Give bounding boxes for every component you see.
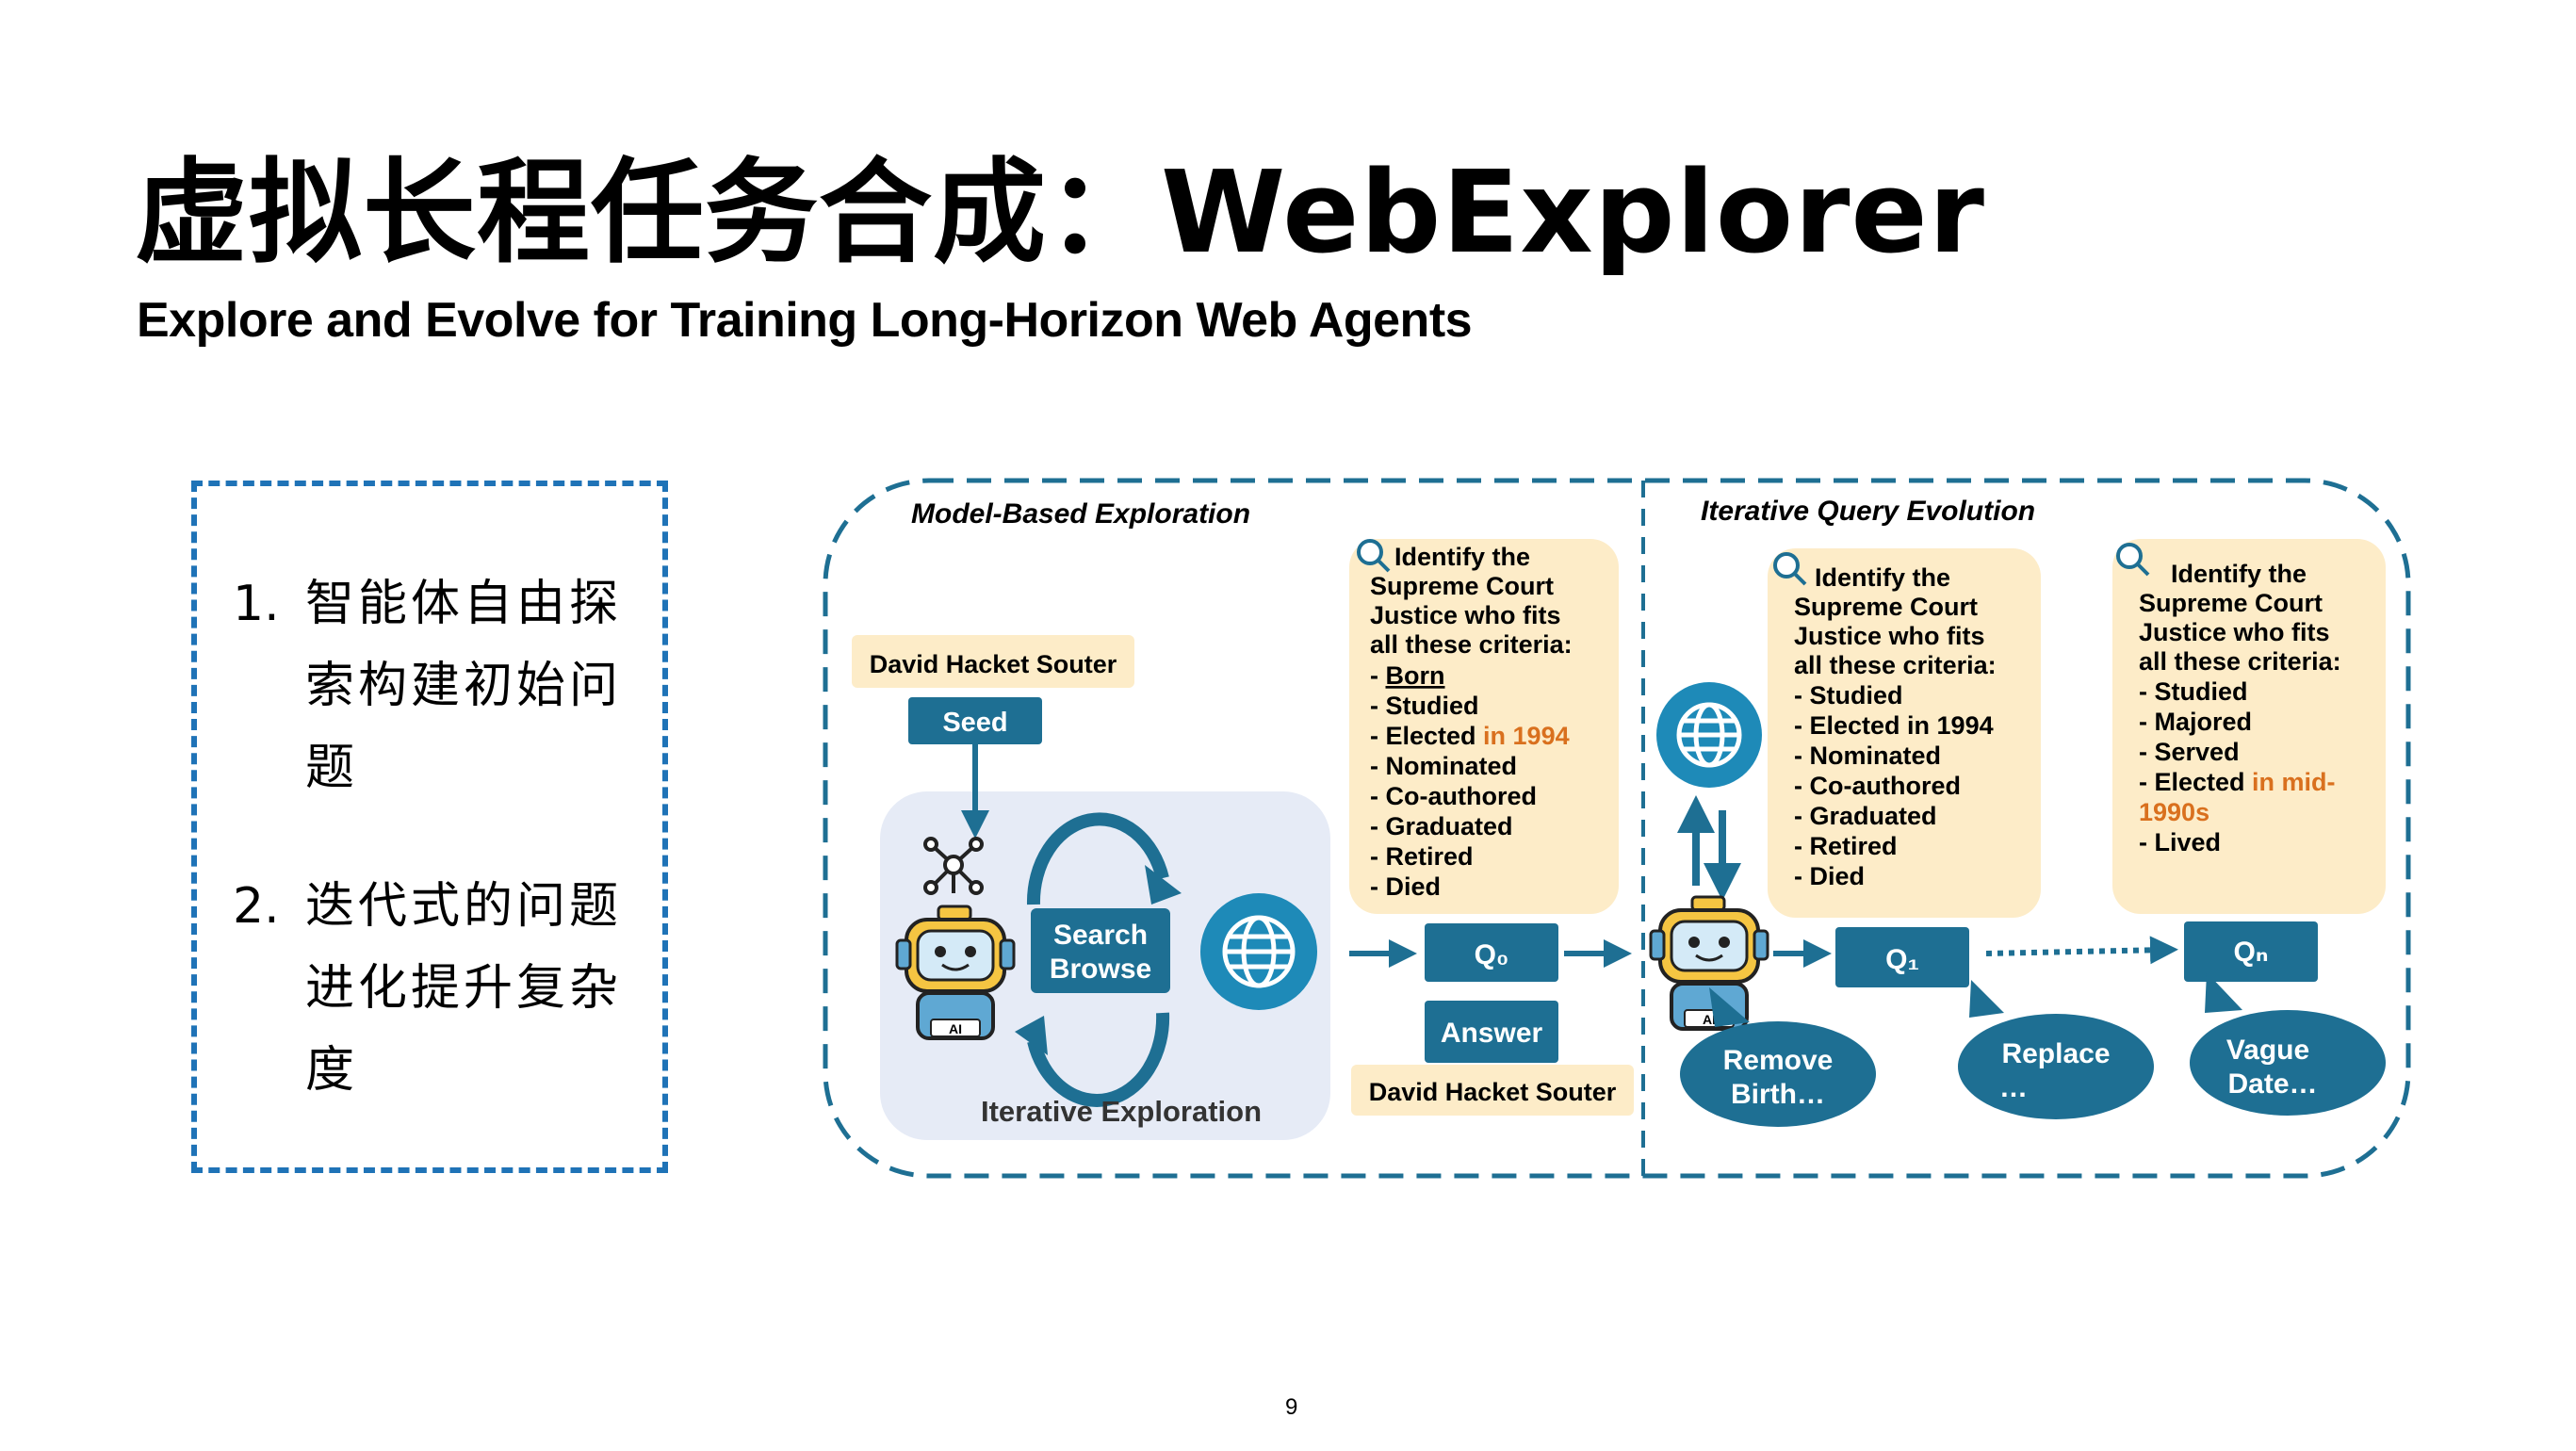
browse-label: Browse bbox=[1050, 954, 1151, 985]
svg-text:Birth…: Birth… bbox=[1731, 1079, 1825, 1110]
webexplorer-diagram: Model-Based Exploration Iterative Query … bbox=[823, 478, 2411, 1179]
robot-icon: AI bbox=[895, 905, 1016, 1040]
answer-entity-box bbox=[1351, 1065, 1634, 1116]
criteria-list: - Studied - Elected in 1994 - Nominated … bbox=[1794, 681, 2000, 890]
search-label: Search bbox=[1053, 920, 1148, 951]
note-text: Identify the Supreme Court Justice who f… bbox=[1370, 543, 1573, 659]
cycle-arrows-icon bbox=[1026, 812, 1170, 1107]
outer-frame bbox=[823, 478, 2411, 1179]
globe-icon bbox=[1200, 893, 1317, 1010]
section-label-left: Model-Based Exploration bbox=[911, 498, 1250, 530]
robot-icon: AI bbox=[1649, 895, 1769, 1031]
svg-text:Date…: Date… bbox=[2227, 1068, 2317, 1100]
step-text: 智能体自由探索构建初始问题 bbox=[305, 576, 623, 796]
search-browse-box bbox=[1031, 908, 1170, 993]
criteria-list: - Born - Studied - Elected in 1994 - Nom… bbox=[1370, 661, 1576, 901]
slide-subtitle: Explore and Evolve for Training Long-Hor… bbox=[137, 293, 1473, 348]
step-text: 迭代式的问题进化提升复杂度 bbox=[305, 878, 623, 1099]
query-note-1: Identify the Supreme Court Justice who f… bbox=[1768, 548, 2041, 918]
q0-label: Q₀ bbox=[1475, 939, 1509, 970]
svg-text:Replace: Replace bbox=[2001, 1038, 2110, 1069]
search-icon bbox=[2116, 543, 2150, 577]
qn-box bbox=[2184, 921, 2318, 982]
answer-box bbox=[1425, 1001, 1558, 1063]
q1-box bbox=[1835, 927, 1969, 987]
query-note-0: Identify the Supreme Court Justice who f… bbox=[1349, 539, 1619, 914]
section-label-right: Iterative Query Evolution bbox=[1701, 496, 2035, 527]
steps-box: 1. 智能体自由探索构建初始问题 2. 迭代式的问题进化提升复杂度 bbox=[191, 481, 668, 1173]
bubble-replace: Replace … bbox=[1958, 980, 2154, 1119]
dotted-arrow-to-qn bbox=[1985, 936, 2178, 965]
page-number: 9 bbox=[1285, 1394, 1298, 1420]
note-text: Identify the Supreme Court Justice who f… bbox=[1794, 563, 1997, 679]
answer-entity: David Hacket Souter bbox=[1369, 1078, 1617, 1106]
query-note-2: Identify the Supreme Court Justice who f… bbox=[2112, 539, 2386, 914]
seed-entity-box bbox=[852, 635, 1134, 688]
cycle-arrowhead bbox=[1145, 865, 1182, 905]
svg-text:Remove: Remove bbox=[1723, 1045, 1834, 1076]
q0-box bbox=[1425, 923, 1558, 982]
answer-label: Answer bbox=[1441, 1018, 1543, 1049]
slide-title: 虚拟长程任务合成：WebExplorer bbox=[135, 148, 1985, 279]
cycle-arrowhead bbox=[1015, 1016, 1048, 1055]
q1-label: Q₁ bbox=[1885, 944, 1919, 975]
globe-icon bbox=[1656, 682, 1762, 788]
search-icon bbox=[1773, 552, 1807, 586]
bubble-remove-birth: Remove Birth… bbox=[1680, 987, 1876, 1127]
loop-label: Iterative Exploration bbox=[981, 1095, 1262, 1128]
svg-text:Vague: Vague bbox=[2226, 1035, 2309, 1066]
criteria-list: - Studied - Majored - Served - Elected i… bbox=[2139, 677, 2342, 856]
seed-entity: David Hacket Souter bbox=[870, 650, 1117, 678]
bubble-vague-date: Vague Date… bbox=[2190, 972, 2386, 1116]
robot-badge: AI bbox=[949, 1021, 962, 1036]
svg-text:…: … bbox=[1999, 1072, 2028, 1103]
network-icon bbox=[923, 837, 984, 895]
search-icon bbox=[1357, 539, 1391, 573]
step-number: 1. bbox=[233, 576, 280, 632]
robot-badge: AI bbox=[1703, 1012, 1716, 1027]
step-number: 2. bbox=[233, 878, 280, 935]
seed-button bbox=[908, 697, 1042, 744]
qn-label: Qₙ bbox=[2233, 937, 2268, 968]
seed-label: Seed bbox=[942, 708, 1007, 738]
note-text: Identify the Supreme Court Justice who f… bbox=[2139, 560, 2341, 676]
